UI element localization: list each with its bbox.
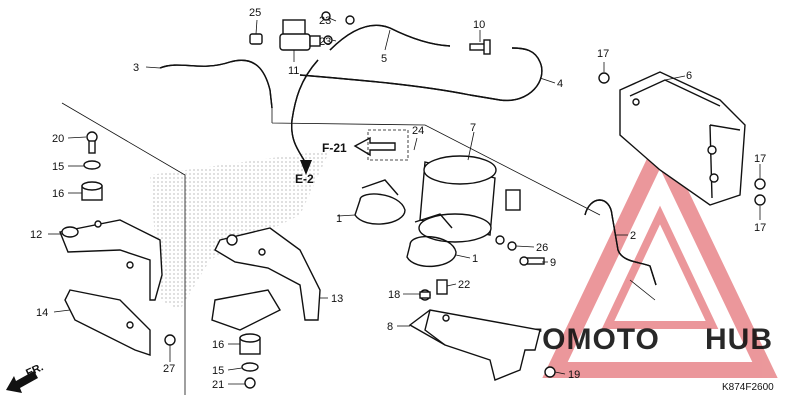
- callout-15-upper: 15: [52, 161, 64, 173]
- watermark-logo: [542, 131, 778, 378]
- ref-arrow-f21: [353, 136, 396, 157]
- callout-17-top: 17: [597, 48, 609, 60]
- watermark-triangle: [542, 131, 778, 378]
- solenoid-valve: [279, 19, 321, 51]
- bolt-lower: [244, 377, 256, 389]
- callout-7: 7: [470, 122, 476, 134]
- callout-2: 2: [630, 230, 636, 242]
- callout-20: 20: [52, 133, 64, 145]
- callout-17-right-a: 17: [754, 153, 766, 165]
- rubber-upper: [81, 181, 103, 201]
- callout-10: 10: [473, 19, 485, 31]
- callout-24: 24: [412, 125, 424, 137]
- callout-14: 14: [36, 307, 48, 319]
- ref-e2-label: E-2: [295, 172, 314, 186]
- callout-12: 12: [30, 229, 42, 241]
- callout-16-lower: 16: [212, 339, 224, 351]
- callout-22: 22: [458, 279, 470, 291]
- ref-arrow-e2: [300, 160, 312, 175]
- bolt-bracket: [419, 289, 431, 301]
- collar-lower: [241, 362, 259, 372]
- cover-left: [64, 289, 151, 356]
- stay-left: [59, 219, 163, 301]
- tube-right: [299, 47, 543, 102]
- screw-valve-a: [321, 11, 331, 21]
- callout-21: 21: [212, 379, 224, 391]
- callout-27: 27: [163, 363, 175, 375]
- strap-lower: [406, 213, 457, 268]
- callout-9: 9: [550, 257, 556, 269]
- screw-right-a: [754, 178, 766, 190]
- callout-26: 26: [536, 242, 548, 254]
- ref-f21-label: F-21: [322, 141, 347, 155]
- screw-bracket: [544, 366, 556, 378]
- callout-11: 11: [288, 65, 299, 77]
- washer: [507, 241, 517, 251]
- stay-center: [211, 227, 321, 331]
- drawing-code: K874F2600: [722, 382, 774, 393]
- bolt-upper: [86, 131, 98, 154]
- tube-left: [159, 59, 273, 109]
- frame-line: [61, 102, 186, 395]
- callout-17-right-b: 17: [754, 222, 766, 234]
- watermark-triangle-inner: [601, 205, 719, 329]
- callout-3: 3: [133, 62, 139, 74]
- callout-25: 25: [249, 7, 261, 19]
- ref-box: [367, 129, 409, 161]
- screw-top: [598, 72, 610, 84]
- callout-19: 19: [568, 369, 580, 381]
- callout-6: 6: [686, 70, 692, 82]
- callout-4: 4: [557, 78, 563, 90]
- callout-labels: 1 1 2 3 4 5 6 7 8 9 10 11 12 13 14 15 15…: [30, 7, 766, 391]
- joint: [469, 39, 491, 55]
- leader-lines: [48, 17, 761, 385]
- front-arrow: [6, 371, 38, 393]
- callout-1-lower: 1: [472, 253, 478, 265]
- clamp: [249, 33, 263, 45]
- strap-upper: [354, 179, 406, 225]
- clip-spring: [436, 279, 448, 295]
- callout-13: 13: [331, 293, 343, 305]
- canister-cover: [619, 71, 746, 206]
- callout-18: 18: [388, 289, 400, 301]
- tube-long: [329, 24, 451, 51]
- canister: [418, 155, 521, 245]
- screw-right-b: [754, 194, 766, 206]
- callout-5: 5: [381, 53, 387, 65]
- callout-8: 8: [387, 321, 393, 333]
- emblem-wing: [150, 150, 330, 310]
- collar-upper: [83, 160, 101, 170]
- screw-valve-c: [345, 15, 355, 25]
- front-label: FR.: [24, 361, 45, 379]
- callout-23-a: 23: [319, 15, 331, 27]
- callout-23-b: 23: [319, 36, 331, 48]
- rubber-lower: [239, 333, 261, 355]
- callout-16-upper: 16: [52, 188, 64, 200]
- watermark-text-right: HUB: [705, 323, 773, 356]
- screw-cover: [164, 334, 176, 346]
- callout-15-lower: 15: [212, 365, 224, 377]
- lower-bracket: [408, 309, 541, 381]
- bolt-canister: [519, 256, 545, 266]
- callout-1-upper: 1: [336, 213, 342, 225]
